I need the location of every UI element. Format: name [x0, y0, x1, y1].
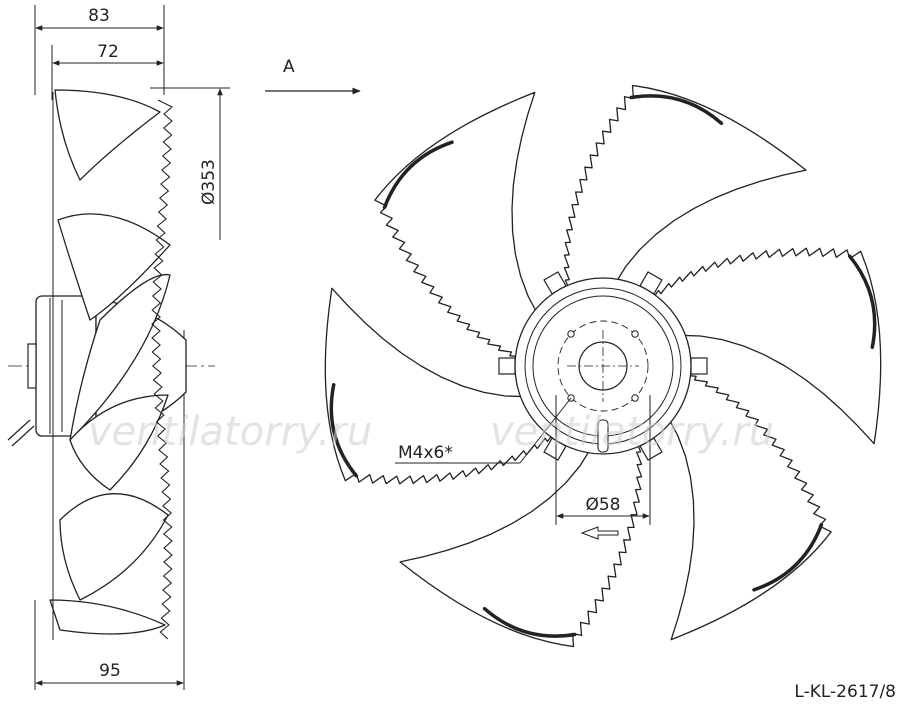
dim-label-58: Ø58: [585, 495, 620, 515]
rotation-arrow-icon: [580, 526, 619, 540]
blade-tip-slot: [382, 140, 454, 210]
fan-blade: [648, 247, 882, 445]
fan-blade: [324, 287, 558, 485]
blade-tip-slot: [629, 94, 724, 126]
blade-root-tab: [498, 357, 516, 375]
cable-gland: [597, 419, 609, 453]
mount-hole: [631, 394, 639, 402]
cable: [7, 419, 31, 441]
fan-blade: [374, 91, 540, 361]
dim-label-95: 95: [99, 661, 121, 681]
side-blades: [49, 89, 171, 635]
view-label: A: [283, 57, 295, 77]
blade-serration-edge: [151, 99, 173, 640]
drawing-code: L-KL-2617/8: [794, 682, 896, 702]
front-view: M4x6* Ø58: [324, 84, 882, 648]
blade-tip-slot: [847, 254, 877, 349]
side-blade: [69, 394, 169, 491]
dim-label-83: 83: [88, 6, 110, 26]
mount-hole: [631, 330, 639, 338]
fan-blade: [666, 371, 832, 641]
side-blade: [69, 273, 171, 441]
dim-label-72: 72: [97, 42, 119, 62]
side-blade: [57, 213, 171, 321]
front-blades: [324, 84, 882, 648]
bolt-circle: [557, 320, 649, 412]
blade-root-tab: [690, 357, 708, 375]
motor-shaft-cap: [27, 343, 37, 389]
mount-leader-line: [519, 397, 572, 464]
mount-hole: [567, 330, 575, 338]
side-blade: [49, 599, 166, 635]
side-blade: [59, 493, 169, 601]
watermark: ventilatorry.ru: [490, 409, 774, 455]
view-arrow: A: [265, 57, 361, 95]
blade-tip-slot: [482, 606, 577, 638]
mount-label: M4x6*: [398, 443, 453, 463]
fan-blade: [563, 84, 807, 293]
side-view: 83 72 Ø353 95: [7, 5, 230, 690]
fan-blade: [399, 439, 643, 648]
blade-tip-slot: [752, 522, 824, 592]
side-blade: [54, 89, 161, 181]
watermark: ventilatorry.ru: [88, 409, 372, 455]
cable: [11, 425, 35, 447]
dim-label-353: Ø353: [199, 159, 219, 205]
blade-tip-slot: [329, 383, 359, 478]
